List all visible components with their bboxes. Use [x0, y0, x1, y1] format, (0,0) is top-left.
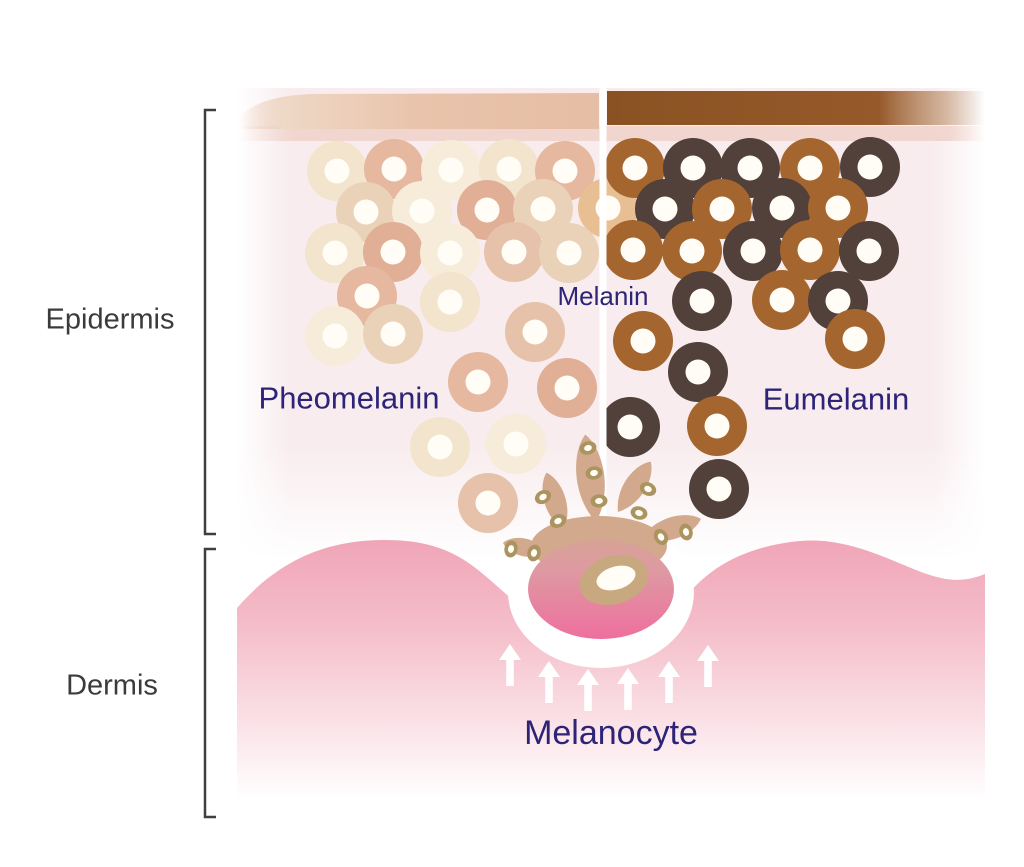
melanosome — [549, 514, 567, 528]
label-epidermis: Epidermis — [45, 303, 175, 336]
eumelanin-granule — [687, 396, 747, 456]
label-melanocyte: Melanocyte — [524, 714, 698, 752]
eumelanin-granule — [689, 459, 749, 519]
pheomelanin-granule — [486, 414, 546, 474]
eumelanin-granule — [605, 138, 665, 198]
pheomelanin-granule — [448, 352, 508, 412]
label-pheomelanin: Pheomelanin — [258, 380, 440, 416]
melanin-transfer-arrow — [617, 668, 639, 710]
skin-surface-dark — [607, 91, 985, 125]
melanosome — [579, 441, 597, 455]
pheomelanin-granule — [420, 223, 480, 283]
melanin-transfer-arrow — [658, 661, 680, 703]
eumelanin-granule — [600, 397, 660, 457]
pheomelanin-granule — [537, 358, 597, 418]
melanocyte-dendrite — [617, 461, 652, 512]
melanosome — [534, 489, 552, 505]
dermis-layer-shape — [237, 540, 985, 800]
melanocyte-nucleus-center — [596, 565, 636, 591]
eumelanin-granule — [839, 221, 899, 281]
melanosome — [590, 494, 608, 508]
pheomelanin-granule — [305, 306, 365, 366]
eumelanin-granule — [603, 220, 663, 280]
melanosome — [504, 540, 518, 558]
eumelanin-granule — [825, 309, 885, 369]
pheomelanin-granule — [410, 417, 470, 477]
epidermis-bracket — [203, 108, 216, 536]
melanosome — [653, 528, 669, 546]
section-divider-line — [599, 88, 607, 520]
skin-surface-light — [240, 93, 599, 129]
eumelanin-granule — [613, 311, 673, 371]
eumelanin-granule — [752, 270, 812, 330]
eumelanin-granule — [692, 179, 752, 239]
eumelanin-granule — [668, 342, 728, 402]
eumelanin-granule — [840, 137, 900, 197]
melanin-transfer-arrow — [577, 669, 599, 711]
melanin-transfer-arrow — [697, 645, 719, 687]
label-dermis: Dermis — [66, 669, 158, 702]
melanosome — [630, 506, 648, 520]
pheomelanin-granule — [305, 223, 365, 283]
eumelanin-granule — [672, 271, 732, 331]
melanosome — [639, 482, 657, 496]
label-melanin: Melanin — [557, 281, 649, 311]
pheomelanin-granule — [363, 222, 423, 282]
melanin-transfer-arrow — [499, 644, 521, 686]
pheomelanin-granule — [484, 222, 544, 282]
pheomelanin-granule — [420, 272, 480, 332]
basal-layer-strip — [240, 126, 985, 141]
melanosome — [679, 523, 693, 541]
pheomelanin-granule — [458, 473, 518, 533]
eumelanin-granule — [723, 221, 783, 281]
melanosome — [527, 544, 541, 562]
pheomelanin-granule — [363, 304, 423, 364]
pheomelanin-granule — [505, 302, 565, 362]
pheomelanin-granule — [539, 223, 599, 283]
dermis-bracket — [203, 547, 216, 819]
label-eumelanin: Eumelanin — [762, 381, 910, 417]
melanin-transfer-arrow — [538, 661, 560, 703]
pheomelanin-granule — [513, 179, 573, 239]
eumelanin-granule — [780, 220, 840, 280]
melanosome — [585, 466, 603, 480]
eumelanin-granule — [662, 221, 722, 281]
